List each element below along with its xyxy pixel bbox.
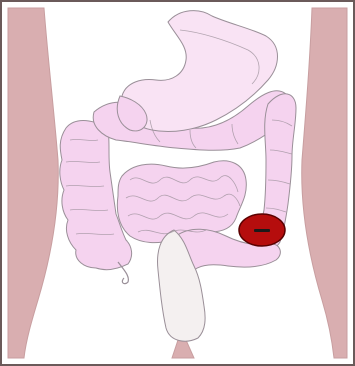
minus-sign-icon <box>254 229 270 232</box>
right-skin-region <box>302 8 347 358</box>
lesion-marker <box>239 214 285 246</box>
left-skin-region <box>8 8 58 358</box>
pelvic-notch <box>172 340 194 358</box>
